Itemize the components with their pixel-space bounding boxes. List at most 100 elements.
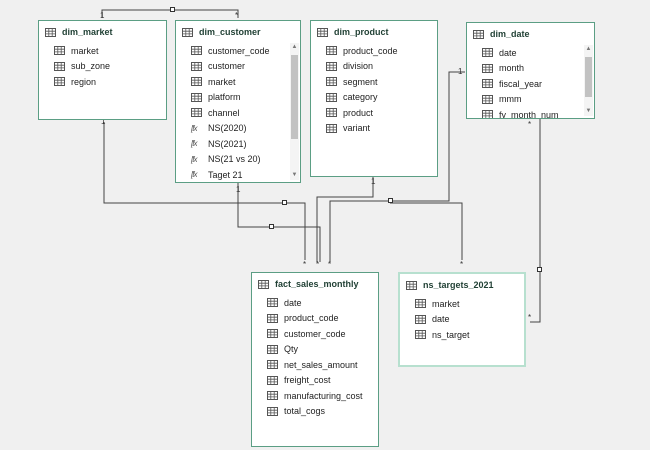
field-label: date	[499, 47, 517, 58]
relationship-market-targets	[390, 202, 463, 260]
field-region[interactable]: region	[39, 74, 166, 90]
column-icon	[267, 313, 278, 323]
field-market[interactable]: market	[176, 74, 300, 90]
field-label: variant	[343, 123, 371, 134]
scrollbar-thumb[interactable]	[291, 55, 298, 139]
measure-icon: [fx	[191, 123, 197, 133]
scrollbar-thumb[interactable]	[585, 57, 592, 97]
field-sub-zone[interactable]: sub_zone	[39, 59, 166, 75]
field-fiscal-year[interactable]: fiscal_year	[467, 76, 594, 92]
field-manufacturing-cost[interactable]: manufacturing_cost	[252, 388, 378, 404]
field-date[interactable]: date	[467, 45, 594, 61]
table-title: dim_customer	[199, 27, 261, 37]
column-icon	[482, 63, 493, 73]
field-category[interactable]: category	[311, 90, 437, 106]
table-icon	[406, 280, 417, 290]
relationship-marker[interactable]	[537, 267, 542, 272]
table-fact-sales-monthly[interactable]: fact_sales_monthly date product_code cus…	[251, 272, 379, 447]
scroll-up-icon[interactable]: ▲	[291, 44, 298, 50]
column-icon	[267, 344, 278, 354]
column-icon	[267, 375, 278, 385]
field-label: manufacturing_cost	[284, 390, 363, 401]
cardinality-many: *	[303, 260, 307, 269]
field-label: customer_code	[284, 328, 346, 339]
scroll-down-icon[interactable]: ▼	[585, 108, 592, 114]
field-product-code[interactable]: product_code	[252, 311, 378, 327]
field-label: platform	[208, 92, 241, 103]
field-ns-21-vs-20[interactable]: [fx NS(21 vs 20)	[176, 152, 300, 168]
cardinality-many: *	[528, 313, 532, 322]
column-icon	[191, 61, 202, 71]
field-freight-cost[interactable]: freight_cost	[252, 373, 378, 389]
table-dim-customer[interactable]: dim_customer customer_code customer mark…	[175, 20, 301, 183]
table-header[interactable]: fact_sales_monthly	[252, 273, 378, 295]
field-market[interactable]: market	[39, 43, 166, 59]
table-header[interactable]: dim_market	[39, 21, 166, 43]
field-date[interactable]: date	[400, 312, 524, 328]
field-label: net_sales_amount	[284, 359, 358, 370]
table-header[interactable]: ns_targets_2021	[400, 274, 524, 296]
field-fy-month-num[interactable]: fy_month_num	[467, 107, 594, 118]
field-list-scrollbar[interactable]: ▲ ▼	[584, 45, 593, 116]
scroll-down-icon[interactable]: ▼	[291, 172, 298, 178]
field-label: NS(21 vs 20)	[208, 154, 261, 165]
measure-icon: [fx	[191, 154, 197, 164]
table-dim-product[interactable]: dim_product product_code division segmen…	[310, 20, 438, 177]
field-ns-target[interactable]: ns_target	[400, 327, 524, 343]
column-icon	[191, 92, 202, 102]
column-icon	[54, 77, 65, 87]
column-icon	[326, 61, 337, 71]
relationship-marker[interactable]	[282, 200, 287, 205]
table-dim-date[interactable]: dim_date date month fiscal_year mmm fy_m…	[466, 22, 595, 119]
field-list: market sub_zone region	[39, 43, 166, 119]
field-label: market	[432, 298, 460, 309]
cardinality-many: *	[328, 260, 332, 269]
relationship-marker[interactable]	[170, 7, 175, 12]
column-icon	[415, 330, 426, 340]
field-date[interactable]: date	[252, 295, 378, 311]
table-dim-market[interactable]: dim_market market sub_zone region	[38, 20, 167, 120]
measure-icon: [fx	[191, 170, 197, 180]
field-channel[interactable]: channel	[176, 105, 300, 121]
field-customer-code[interactable]: customer_code	[252, 326, 378, 342]
field-label: freight_cost	[284, 375, 331, 386]
field-qty[interactable]: Qty	[252, 342, 378, 358]
field-total-cogs[interactable]: total_cogs	[252, 404, 378, 420]
field-label: channel	[208, 107, 240, 118]
column-icon	[267, 329, 278, 339]
field-variant[interactable]: variant	[311, 121, 437, 137]
table-header[interactable]: dim_date	[467, 23, 594, 45]
relationship-marker[interactable]	[388, 198, 393, 203]
column-icon	[326, 92, 337, 102]
table-header[interactable]: dim_customer	[176, 21, 300, 43]
field-platform[interactable]: platform	[176, 90, 300, 106]
table-header[interactable]: dim_product	[311, 21, 437, 43]
field-product-code[interactable]: product_code	[311, 43, 437, 59]
field-net-sales-amount[interactable]: net_sales_amount	[252, 357, 378, 373]
cardinality-one: 1	[458, 67, 463, 76]
column-icon	[326, 77, 337, 87]
field-label: product_code	[284, 313, 339, 324]
relationship-marker[interactable]	[269, 224, 274, 229]
cardinality-one: 1	[236, 185, 241, 194]
field-product[interactable]: product	[311, 105, 437, 121]
scroll-up-icon[interactable]: ▲	[585, 46, 592, 52]
field-market[interactable]: market	[400, 296, 524, 312]
column-icon	[415, 314, 426, 324]
field-division[interactable]: division	[311, 59, 437, 75]
table-ns-targets-2021[interactable]: ns_targets_2021 market date ns_target	[398, 272, 526, 367]
column-icon	[482, 94, 493, 104]
field-month[interactable]: month	[467, 61, 594, 77]
table-title: ns_targets_2021	[423, 280, 494, 290]
field-segment[interactable]: segment	[311, 74, 437, 90]
table-title: fact_sales_monthly	[275, 279, 359, 289]
field-mmm[interactable]: mmm	[467, 92, 594, 108]
field-customer[interactable]: customer	[176, 59, 300, 75]
field-list-scrollbar[interactable]: ▲ ▼	[290, 43, 299, 180]
field-label: ns_target	[432, 329, 470, 340]
field-customer-code[interactable]: customer_code	[176, 43, 300, 59]
